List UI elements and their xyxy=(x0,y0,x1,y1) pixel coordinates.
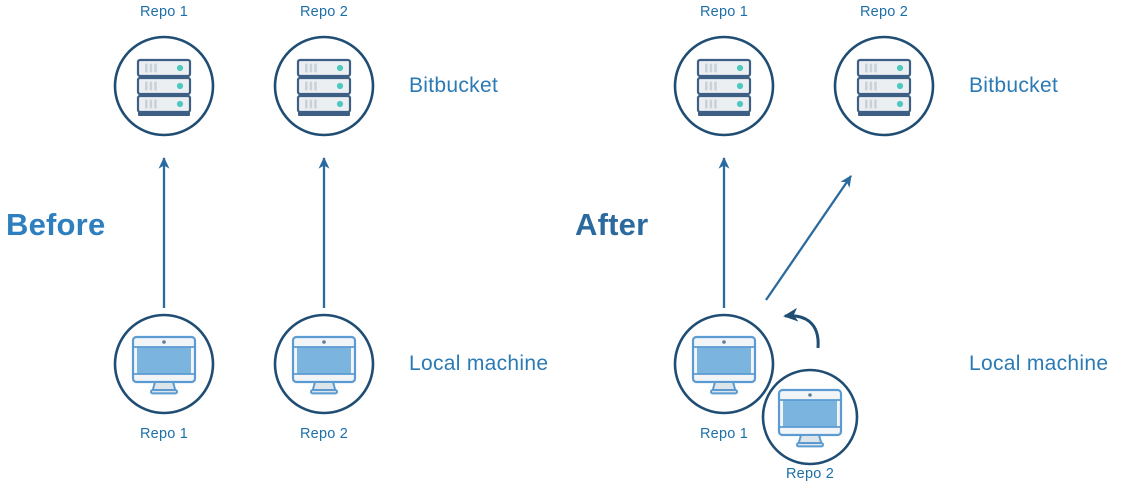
before-remote-repo-2[interactable] xyxy=(273,35,375,137)
section-title-before: Before xyxy=(6,207,106,242)
server-icon xyxy=(296,58,352,118)
after-local-repo-1[interactable] xyxy=(673,313,775,415)
after-remote-repo-1[interactable] xyxy=(673,35,775,137)
label-before-remote-repo-2: Repo 2 xyxy=(300,4,348,20)
server-icon xyxy=(136,58,192,118)
after-remote-repo-2[interactable] xyxy=(833,35,935,137)
row-label-local-machine-right: Local machine xyxy=(969,352,1109,375)
row-label-bitbucket-left: Bitbucket xyxy=(409,74,499,97)
label-after-remote-repo-1: Repo 1 xyxy=(700,4,748,20)
after-push-arrow-2 xyxy=(765,175,852,301)
section-title-after: After xyxy=(575,207,649,242)
after-arrow-group xyxy=(718,157,852,308)
before-local-repo-1[interactable] xyxy=(113,313,215,415)
before-local-repo-2[interactable] xyxy=(273,313,375,415)
row-label-local-machine-left: Local machine xyxy=(409,352,549,375)
label-before-local-repo-1: Repo 1 xyxy=(140,426,188,442)
label-before-local-repo-2: Repo 2 xyxy=(300,426,348,442)
row-label-bitbucket-right: Bitbucket xyxy=(969,74,1059,97)
after-nested-repo-arrow xyxy=(783,307,820,349)
label-before-remote-repo-1: Repo 1 xyxy=(140,4,188,20)
after-local-repo-2[interactable] xyxy=(761,368,859,466)
label-after-remote-repo-2: Repo 2 xyxy=(860,4,908,20)
server-icon xyxy=(856,58,912,118)
label-after-local-repo-1: Repo 1 xyxy=(700,426,748,442)
before-remote-repo-1[interactable] xyxy=(113,35,215,137)
label-after-local-repo-2: Repo 2 xyxy=(786,466,834,482)
before-arrow-group xyxy=(158,157,330,308)
server-icon xyxy=(696,58,752,118)
